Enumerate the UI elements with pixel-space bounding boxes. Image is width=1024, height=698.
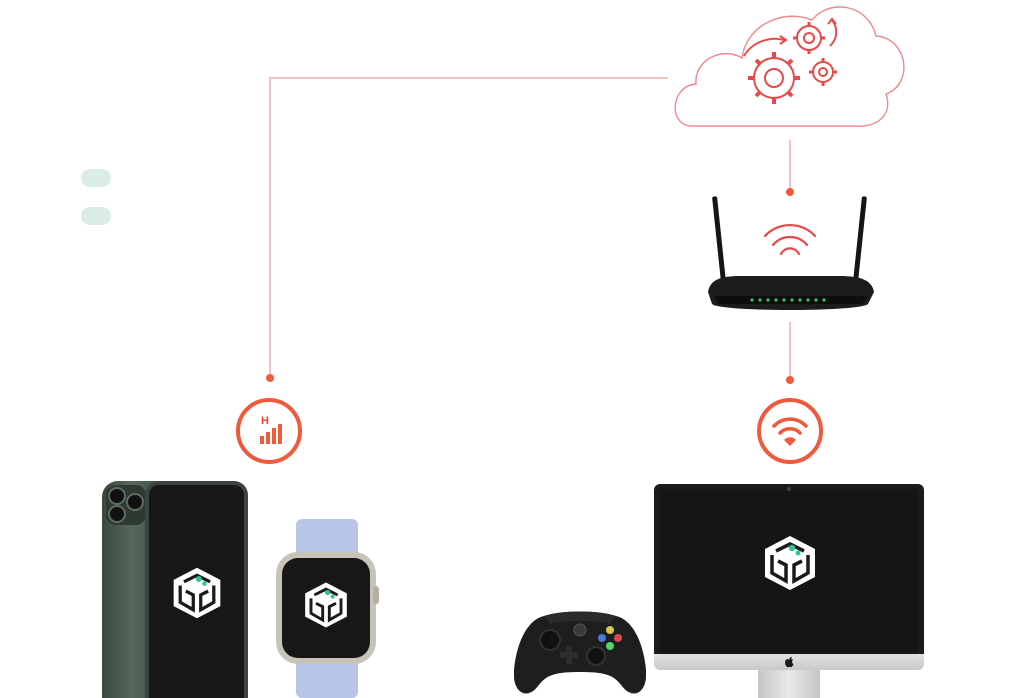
connector-dot xyxy=(266,374,274,382)
watch-screen xyxy=(282,558,370,658)
desktop-computer-icon xyxy=(654,484,924,654)
apple-logo-icon xyxy=(785,657,794,668)
cloud-gears-icon xyxy=(674,6,905,127)
cellular-signal-badge: H xyxy=(236,398,302,464)
connector-dot xyxy=(786,376,794,384)
desktop-stand xyxy=(758,670,820,698)
wifi-icon xyxy=(772,417,808,446)
connector-dot xyxy=(786,188,794,196)
camera-module xyxy=(106,485,146,525)
app-logo-icon xyxy=(173,567,221,619)
app-logo-icon xyxy=(305,582,347,628)
app-logo-icon xyxy=(765,536,815,590)
smartwatch-icon xyxy=(276,552,376,664)
cloud-to-cellular-line xyxy=(269,77,668,378)
game-controller-icon xyxy=(514,611,646,694)
desktop-screen xyxy=(660,489,918,654)
wifi-router-icon xyxy=(708,196,874,310)
desktop-chin xyxy=(654,654,924,670)
decorative-pill-bottom xyxy=(81,207,111,225)
network-type-label: H xyxy=(261,415,269,427)
decorative-pill-top xyxy=(81,169,111,187)
watch-crown xyxy=(373,586,379,604)
wifi-badge xyxy=(757,398,823,464)
smartphone-icon xyxy=(145,481,248,698)
phone-screen xyxy=(149,485,244,698)
cellular-signal-icon xyxy=(260,424,282,444)
webcam xyxy=(787,487,791,491)
